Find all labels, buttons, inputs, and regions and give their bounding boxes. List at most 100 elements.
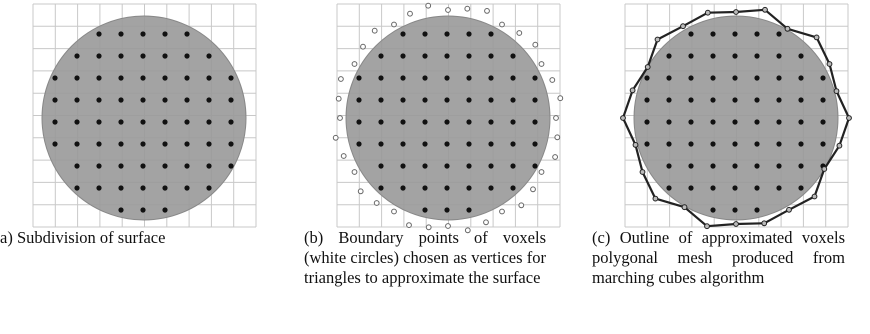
voxel-point xyxy=(776,141,782,147)
voxel-point xyxy=(400,141,406,147)
voxel-point xyxy=(488,185,494,191)
voxel-point xyxy=(422,53,428,59)
voxel-point xyxy=(356,141,362,147)
voxel-point xyxy=(228,97,234,103)
boundary-points xyxy=(332,2,564,234)
voxel-point xyxy=(754,141,760,147)
voxel-point xyxy=(184,185,190,191)
voxel-point xyxy=(378,185,384,191)
voxel-point xyxy=(644,75,650,81)
voxel-point xyxy=(422,207,428,213)
voxel-point xyxy=(688,185,694,191)
voxel-point xyxy=(228,163,234,169)
voxel-point xyxy=(444,31,450,37)
voxel-point xyxy=(466,163,472,169)
voxel-point xyxy=(732,207,738,213)
outline-vertex xyxy=(762,6,768,13)
outline-vertex xyxy=(620,115,626,121)
voxel-point xyxy=(466,97,472,103)
boundary-point xyxy=(554,134,561,141)
voxel-point xyxy=(140,185,146,191)
voxel-point xyxy=(206,53,212,59)
voxel-point xyxy=(710,75,716,81)
voxel-point xyxy=(96,97,102,103)
voxel-point xyxy=(162,97,168,103)
voxel-point xyxy=(378,53,384,59)
voxel-point xyxy=(644,141,650,147)
boundary-point xyxy=(391,21,397,28)
voxel-point xyxy=(444,75,450,81)
voxel-point xyxy=(378,97,384,103)
voxel-point xyxy=(400,185,406,191)
voxel-point xyxy=(732,185,738,191)
voxel-point xyxy=(688,97,694,103)
voxel-point xyxy=(798,53,804,59)
outline-vertex xyxy=(733,9,739,15)
voxel-point xyxy=(510,75,516,81)
outline-vertex xyxy=(629,87,636,94)
outline-vertex xyxy=(811,193,818,200)
voxel-point xyxy=(710,31,716,37)
boundary-point xyxy=(518,202,525,209)
boundary-point xyxy=(538,169,545,175)
voxel-point xyxy=(162,119,168,125)
voxel-point xyxy=(118,185,124,191)
voxel-point xyxy=(532,141,538,147)
voxel-point xyxy=(710,163,716,169)
boundary-point xyxy=(464,5,471,12)
voxel-point xyxy=(754,185,760,191)
boundary-point xyxy=(445,223,451,229)
voxel-point xyxy=(162,53,168,59)
voxel-point xyxy=(162,185,168,191)
voxel-point xyxy=(140,53,146,59)
voxel-point xyxy=(206,185,212,191)
voxel-point xyxy=(422,97,428,103)
voxel-point xyxy=(532,75,538,81)
outline-vertex xyxy=(826,61,833,67)
voxel-point xyxy=(666,97,672,103)
voxel-point xyxy=(228,119,234,125)
voxel-point xyxy=(96,185,102,191)
boundary-point xyxy=(351,169,358,175)
boundary-point xyxy=(538,61,545,67)
voxel-point xyxy=(666,53,672,59)
boundary-point xyxy=(338,76,344,82)
outline-vertex xyxy=(813,34,820,41)
voxel-point xyxy=(710,207,716,213)
voxel-point xyxy=(140,207,146,213)
outline-vertex xyxy=(639,169,646,175)
voxel-point xyxy=(488,31,494,37)
voxel-point xyxy=(422,185,428,191)
boundary-point xyxy=(464,227,471,234)
voxel-point xyxy=(118,53,124,59)
voxel-point xyxy=(798,119,804,125)
voxel-point xyxy=(710,119,716,125)
boundary-point xyxy=(407,10,413,17)
voxel-point xyxy=(776,31,782,37)
voxel-point xyxy=(74,97,80,103)
voxel-point xyxy=(140,31,146,37)
voxel-point xyxy=(732,53,738,59)
voxel-point xyxy=(444,185,450,191)
voxel-point xyxy=(140,97,146,103)
voxel-point xyxy=(444,119,450,125)
voxel-point xyxy=(444,97,450,103)
voxel-point xyxy=(96,31,102,37)
voxel-point xyxy=(378,119,384,125)
voxel-point xyxy=(400,53,406,59)
voxel-point xyxy=(510,141,516,147)
voxel-point xyxy=(466,207,472,213)
voxel-point xyxy=(732,141,738,147)
voxel-point xyxy=(666,141,672,147)
surface-disc xyxy=(41,15,247,221)
voxel-point xyxy=(400,119,406,125)
voxel-point xyxy=(400,31,406,37)
outline-vertex xyxy=(846,115,852,121)
voxel-point xyxy=(776,97,782,103)
outline-vertex xyxy=(836,142,843,149)
voxel-point xyxy=(510,163,516,169)
boundary-point xyxy=(484,8,490,14)
voxel-point xyxy=(754,53,760,59)
voxel-point xyxy=(798,185,804,191)
voxel-point xyxy=(732,97,738,103)
